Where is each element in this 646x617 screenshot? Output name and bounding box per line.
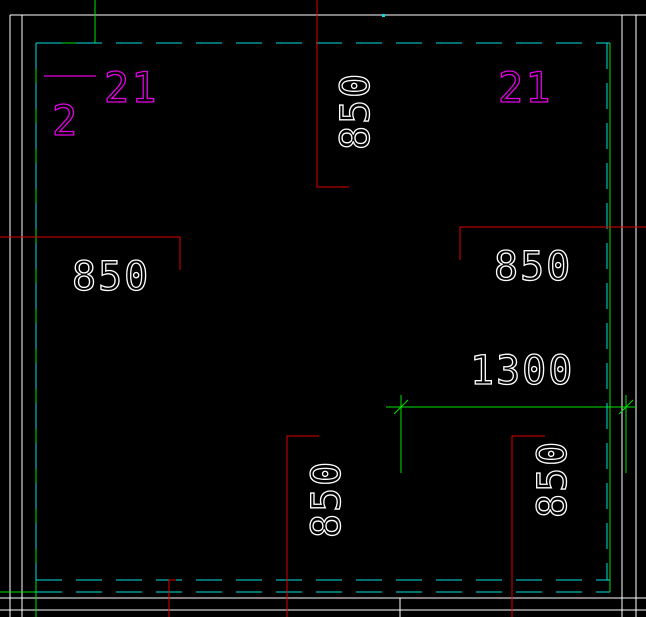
wall-outlines (0, 14, 646, 617)
rebar-top-vertical (316, 0, 349, 188)
dim-top-vertical-label: 850 (333, 72, 379, 150)
dim-left-label: 850 (72, 254, 150, 300)
tag-right-number: 21 (498, 63, 553, 112)
dim-width-label: 1300 (470, 348, 574, 394)
cyan-dashed-outline (35, 42, 610, 593)
rebar-bottom-right (511, 435, 545, 617)
cyan-dot (382, 14, 385, 17)
dim-tick-left (393, 399, 409, 415)
rebar-bottom-far-left (168, 579, 176, 617)
tag-left-sub: 2 (52, 96, 79, 145)
section-tags: 21 2 21 (51, 62, 553, 145)
rebar-bottom-left (286, 435, 319, 617)
dim-right-label: 850 (494, 244, 572, 290)
dimension-labels: 850 850 850 1300 850 850 (71, 71, 576, 539)
rebar-left-horizontal (0, 236, 181, 270)
dim-bottom-right-label: 850 (530, 440, 576, 518)
rebar-right-horizontal (459, 226, 646, 260)
dim-tick-right (618, 399, 634, 415)
dim-bottom-left-label: 850 (304, 460, 350, 538)
tag-left-number: 21 (104, 63, 159, 112)
